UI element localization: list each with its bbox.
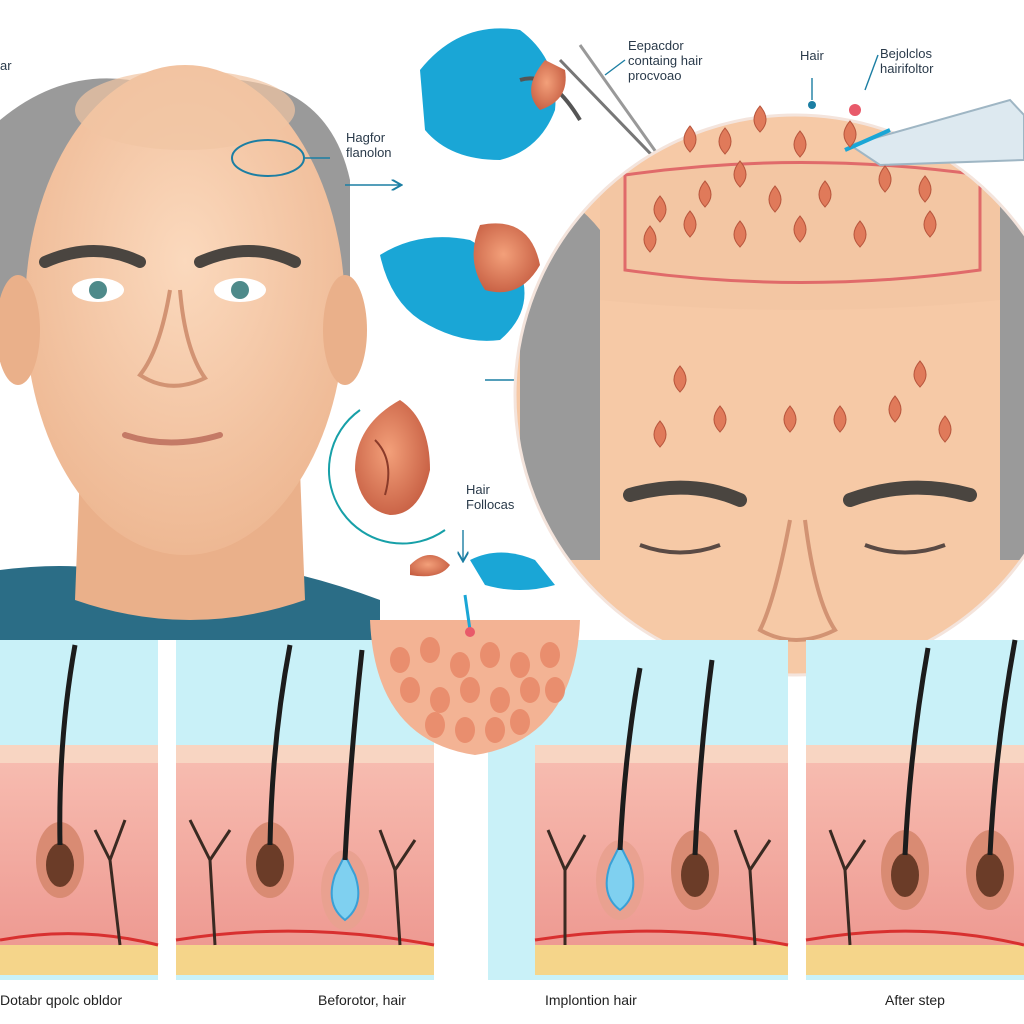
graft-droplet-21 xyxy=(833,405,847,433)
graft-droplet-3 xyxy=(793,130,807,158)
graft-droplet-7 xyxy=(733,160,747,188)
label-follicle-tool: Bejolclos hairifoltor xyxy=(880,46,934,76)
graft-droplet-25 xyxy=(913,360,927,388)
panel-caption-1: Dotabr qpolc obldor xyxy=(0,992,123,1008)
implanted-grafts xyxy=(643,105,952,448)
panel-caption-3: Implontion hair xyxy=(545,992,637,1008)
label-hair: Hair xyxy=(800,48,824,63)
graft-droplet-23 xyxy=(938,415,952,443)
leader-extraction xyxy=(604,59,626,76)
graft-droplet-10 xyxy=(878,165,892,193)
leader-follicle-tool xyxy=(864,54,879,91)
graft-droplet-17 xyxy=(923,210,937,238)
label-hair-flap: Hagfor flanolon xyxy=(346,130,392,160)
graft-droplet-19 xyxy=(713,405,727,433)
patient-portrait xyxy=(0,65,380,640)
graft-droplet-14 xyxy=(733,220,747,248)
graft-droplet-9 xyxy=(818,180,832,208)
graft-droplet-24 xyxy=(653,420,667,448)
label-hair-follicles: Hair Follocas xyxy=(466,482,515,512)
graft-droplet-18 xyxy=(673,365,687,393)
panel-caption-2: Beforotor, hair xyxy=(318,992,406,1008)
graft-droplet-1 xyxy=(718,127,732,155)
implant-head-circle xyxy=(513,98,1024,677)
graft-droplet-4 xyxy=(843,120,857,148)
graft-droplet-0 xyxy=(683,125,697,153)
graft-droplet-5 xyxy=(653,195,667,223)
graft-droplet-8 xyxy=(768,185,782,213)
label-extraction-caption: Eepacdor containg hair procvoao xyxy=(628,38,703,83)
graft-droplet-13 xyxy=(683,210,697,238)
graft-droplet-15 xyxy=(793,215,807,243)
graft-droplet-6 xyxy=(698,180,712,208)
graft-droplet-16 xyxy=(853,220,867,248)
graft-dish xyxy=(370,594,580,755)
graft-droplet-12 xyxy=(643,225,657,253)
graft-droplet-11 xyxy=(918,175,932,203)
graft-droplet-2 xyxy=(753,105,767,133)
label-fragment-left: ar xyxy=(0,58,12,73)
graft-droplet-22 xyxy=(888,395,902,423)
follicle-callout xyxy=(327,400,463,560)
panel-caption-4: After step xyxy=(885,992,945,1008)
graft-droplet-20 xyxy=(783,405,797,433)
